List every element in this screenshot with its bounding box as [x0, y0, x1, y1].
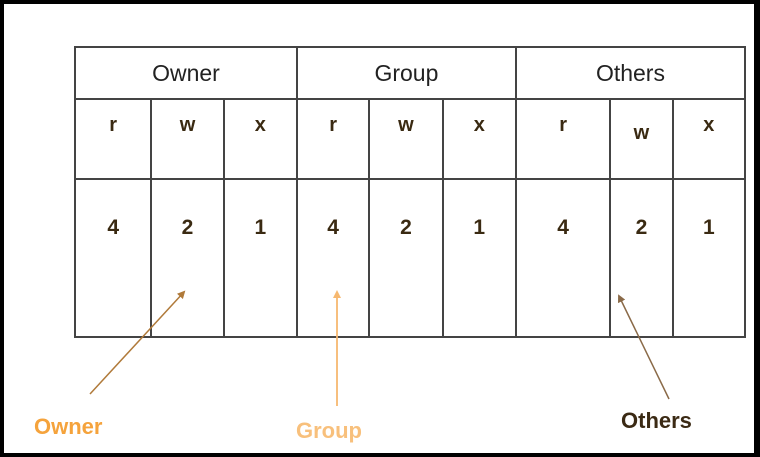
group-execute-value: 1 [441, 178, 517, 338]
group-callout-label: Group [296, 418, 362, 443]
others-write-letter: w [609, 98, 674, 180]
group-header: Group [295, 46, 517, 100]
others-execute-value: 1 [671, 178, 747, 338]
group-header-row: Owner Group Others [74, 46, 747, 100]
owner-read-letter: r [73, 98, 153, 180]
owner-callout-label: Owner [34, 414, 103, 439]
permission-letter-row: r w x r w x r w x [73, 98, 747, 180]
owner-write-letter: w [150, 98, 225, 180]
others-write-value: 2 [609, 178, 674, 338]
owner-read-value: 4 [73, 178, 153, 338]
group-read-letter: r [295, 98, 371, 180]
owner-execute-letter: x [222, 98, 298, 180]
others-read-value: 4 [514, 178, 612, 338]
others-execute-letter: x [671, 98, 747, 180]
others-read-letter: r [514, 98, 612, 180]
group-write-value: 2 [368, 178, 444, 338]
others-callout-label: Others [621, 408, 692, 433]
group-write-letter: w [368, 98, 444, 180]
others-arrow [618, 294, 670, 400]
permission-table: Owner Group Others r w x r w x r w x 4 2… [73, 46, 747, 338]
group-execute-letter: x [441, 98, 517, 180]
permission-value-row: 4 2 1 4 2 1 4 2 1 [73, 178, 747, 338]
owner-arrow [89, 290, 186, 395]
group-read-value: 4 [295, 178, 371, 338]
diagram-canvas: Owner Group Others r w x r w x r w x 4 2… [4, 4, 754, 453]
others-header: Others [514, 46, 747, 100]
owner-header: Owner [74, 46, 298, 100]
owner-write-value: 2 [150, 178, 225, 338]
callout-arrows [89, 290, 670, 406]
owner-execute-value: 1 [222, 178, 298, 338]
